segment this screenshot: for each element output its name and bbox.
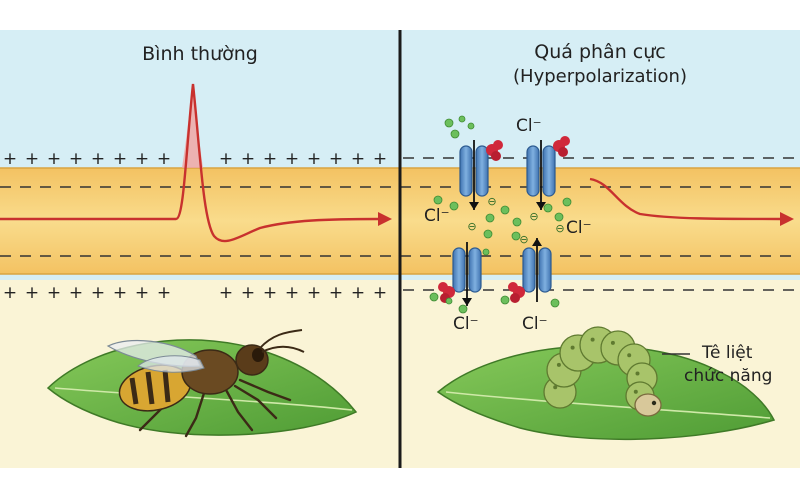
plus-sign: + xyxy=(157,149,171,169)
caterpillar-spot xyxy=(553,385,558,390)
chloride-channel xyxy=(526,136,570,210)
caterpillar-illustration xyxy=(543,326,662,417)
chloride-ion xyxy=(554,212,564,222)
caterpillar-spot xyxy=(635,371,640,376)
left-panel-title: Bình thường xyxy=(142,43,258,65)
plus-sign: + xyxy=(263,283,277,303)
plus-sign: + xyxy=(3,149,17,169)
anion-mark: ⊖ xyxy=(519,233,528,246)
plus-sign: + xyxy=(241,283,255,303)
plus-sign: + xyxy=(3,283,17,303)
plus-sign: + xyxy=(219,283,233,303)
chloride-ion xyxy=(550,298,560,308)
plus-sign: + xyxy=(351,149,365,169)
plus-sign: + xyxy=(47,283,61,303)
hyperpolarized-arrowhead xyxy=(780,212,794,226)
plus-sign: + xyxy=(91,149,105,169)
plus-sign: + xyxy=(113,149,127,169)
chloride-ion xyxy=(500,295,510,305)
plus-sign: + xyxy=(135,283,149,303)
plus-sign: + xyxy=(135,149,149,169)
caterpillar-spot xyxy=(590,337,595,342)
plus-sign: + xyxy=(25,283,39,303)
leaf-left-vein xyxy=(54,387,353,411)
plus-sign: + xyxy=(307,283,321,303)
receptor-blob xyxy=(508,282,525,303)
caterpillar-spot xyxy=(627,353,632,358)
chloride-ion xyxy=(429,292,439,302)
chloride-ion xyxy=(433,195,443,205)
right-panel-title-line2: (Hyperpolarization) xyxy=(513,66,687,87)
chloride-ion xyxy=(483,229,493,239)
plus-sign: + xyxy=(241,149,255,169)
chloride-ion xyxy=(500,205,510,215)
chloride-ion xyxy=(467,122,475,130)
annotation-line1: Tê liệt xyxy=(701,343,753,363)
chloride-channel xyxy=(508,238,552,303)
plus-sign: + xyxy=(329,149,343,169)
plus-sign: + xyxy=(69,283,83,303)
plus-sign: + xyxy=(113,283,127,303)
plus-sign: + xyxy=(285,283,299,303)
hyperpolarized-curve xyxy=(589,177,781,221)
ion-label-left: Cl⁻ xyxy=(424,206,450,226)
ion-label-bottom-left: Cl⁻ xyxy=(453,314,479,334)
anion-mark: ⊖ xyxy=(487,195,496,208)
chloride-channel xyxy=(459,140,503,210)
caterpillar-spot xyxy=(610,340,615,345)
receptor-blob xyxy=(486,140,503,161)
anion-mark: ⊖ xyxy=(529,210,538,223)
chloride-ion xyxy=(449,201,459,211)
chloride-ion xyxy=(562,197,572,207)
plus-sign: + xyxy=(351,283,365,303)
wasp-illustration xyxy=(106,329,305,438)
annotation-line2: chức năng xyxy=(684,366,772,386)
ion-label-top: Cl⁻ xyxy=(516,116,542,136)
plus-sign: + xyxy=(157,283,171,303)
leaf-right-vein xyxy=(445,391,771,419)
chloride-channel xyxy=(438,242,482,306)
caterpillar-spot xyxy=(556,362,561,367)
chloride-channels xyxy=(438,136,570,306)
caterpillar-head xyxy=(634,393,662,417)
anion-mark: ⊖ xyxy=(467,220,476,233)
receptor-blob xyxy=(553,136,570,157)
chloride-ion xyxy=(512,217,522,227)
chloride-ion xyxy=(458,304,468,314)
caterpillar-eye xyxy=(651,400,657,406)
right-panel-title-line1: Quá phân cực xyxy=(534,41,665,63)
plus-sign: + xyxy=(219,149,233,169)
action-potential-curve xyxy=(0,83,379,243)
chloride-ion xyxy=(445,297,453,305)
caterpillar-spot xyxy=(570,345,575,350)
chloride-ion xyxy=(458,115,466,123)
plus-sign: + xyxy=(69,149,83,169)
plus-sign: + xyxy=(329,283,343,303)
plus-sign: + xyxy=(47,149,61,169)
plus-sign: + xyxy=(263,149,277,169)
chloride-ion xyxy=(485,213,495,223)
plus-sign: + xyxy=(307,149,321,169)
receptor-blob xyxy=(438,282,455,303)
chloride-ion xyxy=(511,231,521,241)
anion-mark: ⊖ xyxy=(555,222,564,235)
chloride-ion xyxy=(450,129,460,139)
caterpillar-spot xyxy=(633,389,638,394)
plus-sign-rows: + + + + + + + + + + + + + + + + + + + + + + + + + + + + + + + + xyxy=(3,149,387,303)
plus-sign: + xyxy=(25,149,39,169)
plus-sign: + xyxy=(373,149,387,169)
action-potential-arrowhead xyxy=(378,212,392,226)
chloride-ion xyxy=(444,118,454,128)
plus-sign: + xyxy=(91,283,105,303)
ion-label-bottom-right: Cl⁻ xyxy=(522,314,548,334)
chloride-ions: ⊖⊖⊖⊖⊖ xyxy=(429,115,572,314)
chloride-ion xyxy=(482,248,490,256)
chloride-ion xyxy=(543,203,553,213)
plus-sign: + xyxy=(285,149,299,169)
plus-sign: + xyxy=(373,283,387,303)
ion-label-right: Cl⁻ xyxy=(566,218,592,238)
